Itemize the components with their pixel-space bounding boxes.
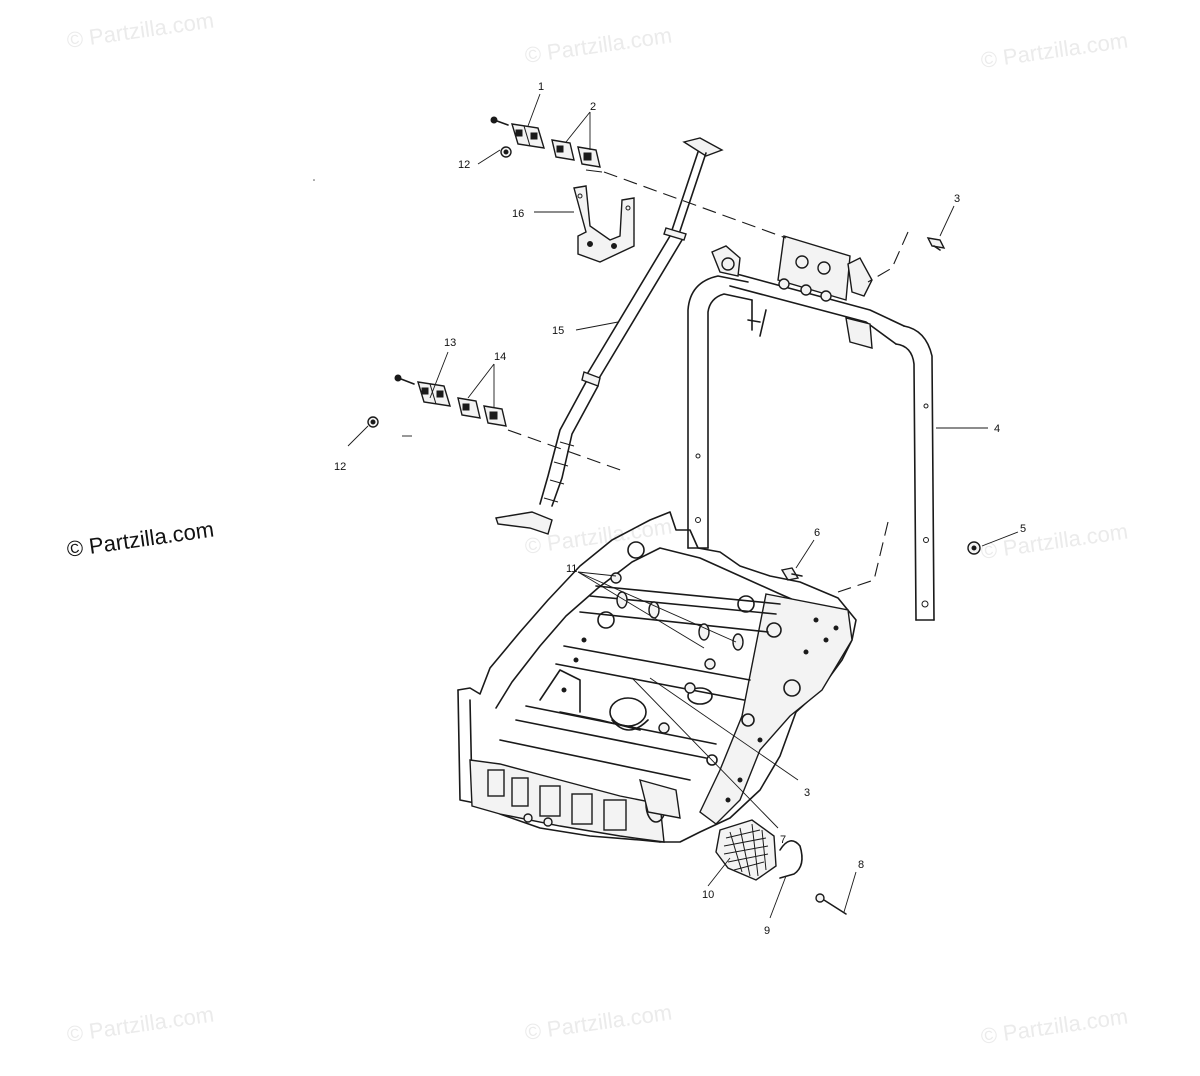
callout-3-upper: 3	[954, 193, 960, 205]
bolt-6	[780, 567, 803, 581]
steering-support-hoop-4	[687, 235, 935, 621]
callout-3-lower: 3	[804, 787, 810, 799]
watermark: © Partzilla.com	[979, 519, 1129, 564]
callout-12-upper: 12	[458, 159, 470, 171]
callout-2: 2	[590, 101, 596, 113]
callout-8: 8	[858, 859, 864, 871]
clip-9	[779, 840, 803, 879]
callout-numbers: 1 2 12 16 3 15 13 14 4 12 5 6 11 3 7 8 1…	[334, 81, 1026, 937]
nut-12-upper	[500, 146, 512, 158]
clamp-half-14b	[483, 405, 507, 427]
air-intake-10	[715, 819, 777, 881]
bolt-small	[490, 116, 509, 126]
bolt-small	[394, 374, 415, 385]
watermark: © Partzilla.com	[65, 1002, 215, 1047]
callout-4: 4	[994, 423, 1000, 435]
callout-7: 7	[780, 834, 786, 846]
callout-6: 6	[814, 527, 820, 539]
callout-10: 10	[702, 889, 714, 901]
callout-16: 16	[512, 208, 524, 220]
leader-lines	[347, 93, 1019, 919]
watermark: © Partzilla.com	[523, 23, 673, 68]
nut-12-lower	[367, 416, 379, 428]
screw-8	[815, 893, 847, 915]
callout-14: 14	[494, 351, 506, 363]
front-bulkhead-frame	[457, 511, 857, 843]
callout-11: 11	[566, 563, 577, 575]
callout-5: 5	[1020, 523, 1026, 535]
steering-bracket-16	[573, 185, 635, 263]
clamp-1	[511, 123, 545, 149]
callout-9: 9	[764, 925, 770, 937]
watermark: © Partzilla.com	[979, 1004, 1129, 1049]
steering-post-15	[495, 137, 724, 535]
nut-5	[967, 541, 981, 555]
grommets-11	[610, 572, 744, 734]
phantom-lines	[402, 169, 909, 593]
callout-15: 15	[552, 325, 564, 337]
watermark: © Partzilla.com	[979, 28, 1129, 73]
watermark: © Partzilla.com	[65, 8, 215, 53]
upper-clamp-group	[490, 116, 601, 168]
stray-dot	[313, 179, 315, 181]
clamp-half-2a	[551, 139, 575, 161]
watermark: © Partzilla.com	[523, 1000, 673, 1045]
clamp-13	[417, 381, 451, 407]
callout-13: 13	[444, 337, 456, 349]
clamp-half-14a	[457, 397, 481, 419]
callout-1: 1	[538, 81, 544, 93]
callout-12-mid: 12	[334, 461, 346, 473]
lower-clamp-group	[367, 374, 507, 428]
clamp-half-2b	[577, 146, 601, 168]
bolt-3-upper	[926, 237, 946, 251]
watermark-primary: © Partzilla.com	[65, 517, 215, 562]
